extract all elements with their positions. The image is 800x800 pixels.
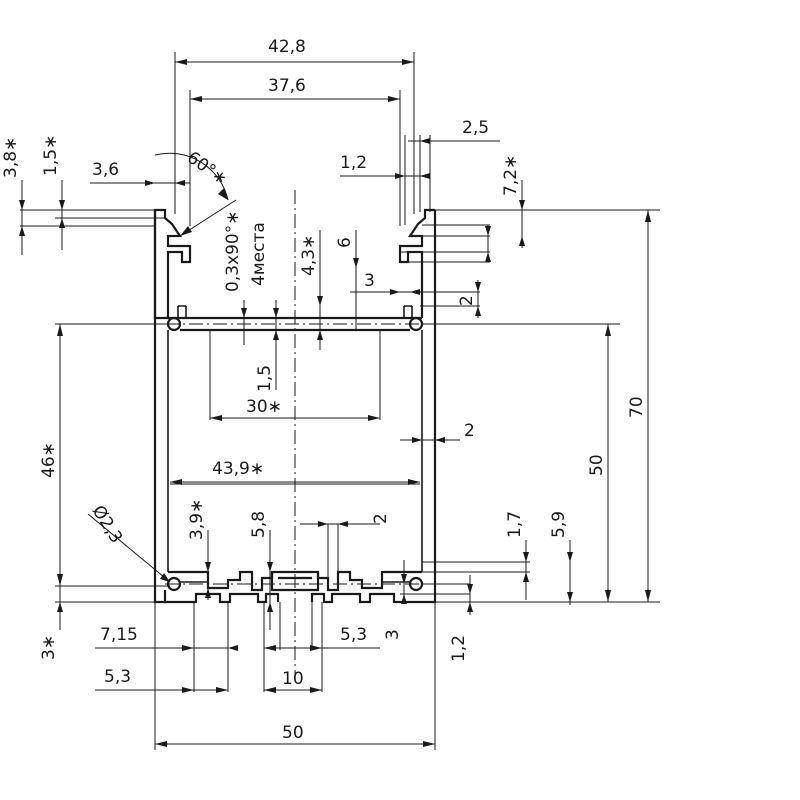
profile-outline — [153, 208, 437, 604]
profile-right-wall — [425, 210, 437, 604]
dimension-labels: 42,8 37,6 2,5 1,2 3,6 3,8∗ 1,5∗ 7,2∗ 60°… — [1, 37, 647, 743]
label-width-2-5: 2,5 — [462, 118, 489, 138]
screw-slot-top-left — [177, 305, 187, 318]
label-height-1-5-center: 1,5 — [255, 365, 275, 392]
label-width-3-top: 3 — [364, 271, 375, 291]
label-width-1-2: 1,2 — [340, 153, 367, 173]
screw-slot-top-right — [403, 305, 413, 318]
chamber-inner-wall — [167, 330, 423, 572]
label-height-1-7: 1,7 — [505, 511, 525, 538]
label-height-3-left: 3∗ — [39, 635, 59, 660]
label-width-30: 30∗ — [246, 397, 282, 417]
label-height-6: 6 — [335, 237, 355, 248]
label-height-70: 70 — [627, 396, 647, 418]
profile-right-top-lip — [398, 208, 435, 318]
label-diameter-2-3: Ø2,3 — [88, 502, 126, 547]
label-width-50: 50 — [282, 723, 304, 743]
label-height-1-2: 1,2 — [449, 635, 469, 662]
dimension-lines — [19, 59, 651, 747]
label-height-3-9: 3,9∗ — [187, 499, 207, 540]
label-width-42-8: 42,8 — [268, 37, 306, 57]
label-height-4-3: 4,3∗ — [299, 235, 319, 276]
center-axes — [165, 190, 430, 680]
bottom-web — [168, 570, 422, 592]
bottom-face — [165, 592, 425, 604]
label-width-37-6: 37,6 — [268, 76, 306, 96]
label-height-46: 46∗ — [39, 442, 59, 478]
label-height-5-8: 5,8 — [249, 511, 269, 538]
label-height-3-right: 3 — [383, 629, 403, 640]
profile-left-wall — [153, 210, 167, 604]
profile-outer-contour — [153, 208, 192, 320]
extension-lines — [20, 52, 660, 750]
label-height-50: 50 — [587, 454, 607, 476]
label-width-3-6: 3,6 — [92, 160, 119, 180]
label-height-1-5-top: 1,5∗ — [41, 135, 61, 176]
label-four-places: 4места — [249, 222, 269, 286]
label-width-7-15: 7,15 — [100, 625, 138, 645]
label-wall-2: 2 — [464, 421, 475, 441]
label-height-7-2: 7,2∗ — [501, 155, 521, 196]
label-height-3-8: 3,8∗ — [1, 137, 21, 178]
label-width-5-3-left: 5,3 — [104, 667, 131, 687]
label-height-2-top: 2 — [457, 295, 477, 306]
label-chamfer: 0,3x90°∗ — [223, 211, 243, 292]
label-width-10: 10 — [282, 669, 304, 689]
label-width-43-9: 43,9∗ — [212, 459, 264, 479]
label-width-5-3-right: 5,3 — [340, 625, 367, 645]
label-slot-2: 2 — [371, 513, 391, 524]
label-height-5-9: 5,9 — [549, 511, 569, 538]
